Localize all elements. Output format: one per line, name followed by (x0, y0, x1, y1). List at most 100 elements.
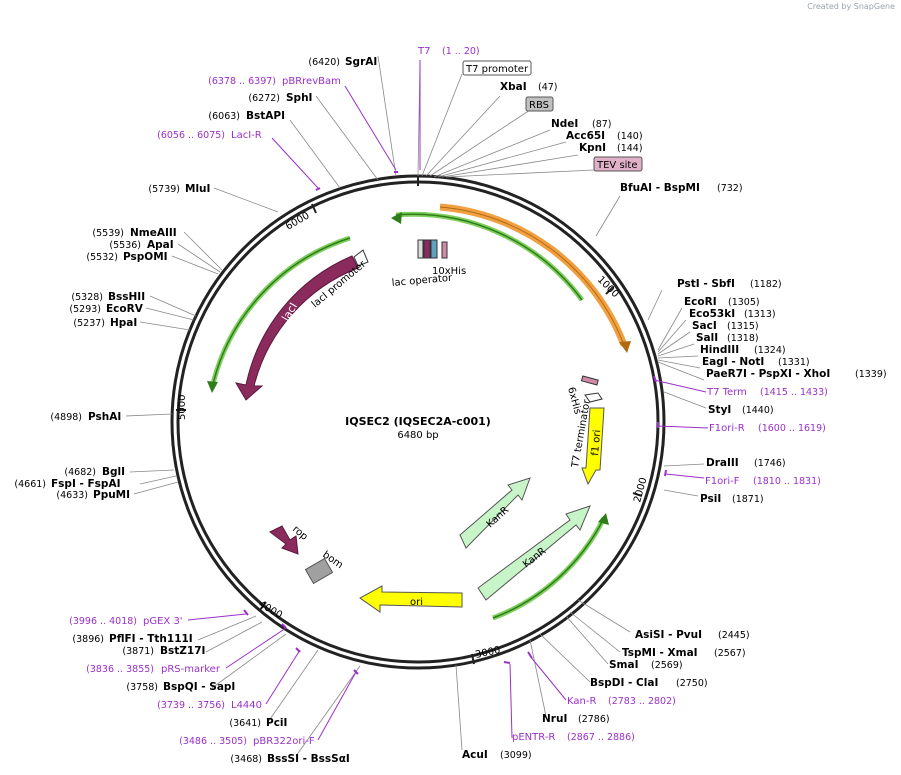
enzyme-ecori-pos: (1305) (728, 297, 760, 308)
primer-mark-pentr-r (503, 661, 511, 664)
primer-t7-pos: (1 .. 20) (442, 46, 480, 57)
orf-box-1 (423, 239, 431, 259)
tick-6000 (311, 203, 317, 214)
enzyme-asisi-pvui-pos: (2445) (718, 630, 750, 641)
enzyme-styi: StyI (708, 404, 731, 416)
feature-arc-top-edge (395, 213, 583, 301)
enzyme-mlui: MluI (185, 183, 210, 195)
kanr-arrow-2 (477, 505, 591, 601)
enzyme-pcii-pos: (3641) (229, 718, 261, 729)
tick-1000 (605, 286, 614, 295)
enzyme-mlui-pos: (5739) (148, 184, 180, 195)
enzyme-bsshii-pos: (5328) (71, 292, 103, 303)
enzyme-pspomi-pos: (5532) (86, 252, 118, 263)
enzyme-saci-pos: (1315) (727, 321, 759, 332)
arc-top-arrowhead (391, 212, 402, 224)
primer-f1ori-r: F1ori-R (709, 423, 745, 434)
primer-pgex3-pos: (3996 .. 4018) (69, 616, 137, 627)
enzyme-bstz17i: BstZ17I (160, 645, 205, 657)
enzyme-bfuai-bspmi-pos: (732) (717, 183, 743, 194)
enzyme-apai-pos: (5536) (109, 240, 141, 251)
primer-pgex3: pGEX 3' (143, 616, 183, 627)
enzyme-paer7i-pspxi-xhoi: PaeR7I - PspXI - XhoI (706, 368, 830, 380)
enzyme-sphi-pos: (6272) (248, 93, 280, 104)
enzyme-psii: PsiI (700, 493, 721, 505)
kanr-arrow-1 (459, 477, 531, 549)
enzyme-sphi: SphI (286, 92, 312, 104)
tick-label-3000: 3000 (474, 645, 501, 661)
enzyme-bspqi-sapi-pos: (3758) (126, 682, 158, 693)
his-box (430, 239, 438, 259)
enzyme-draiii: DraIII (706, 457, 739, 469)
enzyme-fspi-fspai: FspI - FspAI (51, 478, 121, 490)
enzyme-pshai: PshAI (88, 411, 121, 423)
lac-operator-label: lac operator (391, 273, 453, 289)
primer-laci-r-pos: (6056 .. 6075) (157, 130, 225, 141)
primer-mark-l4440 (295, 647, 301, 653)
enzyme-draiii-pos: (1746) (754, 458, 786, 469)
enzyme-bsshii: BssHII (108, 291, 145, 303)
enzyme-ppumi-pos: (4633) (56, 490, 88, 501)
enzyme-hindiii-pos: (1324) (754, 345, 786, 356)
enzyme-nrui: NruI (542, 713, 567, 725)
plasmid-size: 6480 bp (397, 430, 438, 441)
enzyme-saci: SacI (692, 320, 717, 332)
enzyme-fspi-fspai-pos: (4661) (14, 479, 46, 490)
primer-pentr-r: pENTR-R (512, 732, 555, 743)
laci-promoter-arrow (353, 249, 369, 267)
primer-mark-f1ori-f (664, 469, 667, 477)
enzyme-acc65i: Acc65I (566, 130, 605, 142)
primer-mark-kan-r (527, 651, 533, 659)
enzyme-tspmi-xmai: TspMI - XmaI (622, 647, 698, 659)
tick-label-5000: 5000 (177, 395, 188, 420)
primer-f1ori-r-pos: (1600 .. 1619) (758, 423, 826, 434)
enzyme-eco53ki: Eco53kI (689, 308, 735, 320)
lac-operator-box (417, 239, 424, 259)
enzyme-smai: SmaI (609, 659, 639, 671)
enzyme-eco53ki-pos: (1313) (744, 309, 776, 320)
t7-promoter-label: T7 promoter (465, 64, 529, 75)
primer-l4440-pos: (3739 .. 3756) (157, 700, 225, 711)
enzyme-sali: SalI (696, 332, 718, 344)
enzyme-psti-sbfi: PstI - SbfI (677, 278, 735, 290)
enzyme-ecorv: EcoRV (106, 303, 144, 315)
rbs-box (525, 96, 554, 112)
enzyme-ecorv-pos: (5293) (69, 304, 101, 315)
6xhis-box (580, 375, 599, 386)
enzyme-xbai-pos: (47) (538, 82, 558, 93)
rop-arrow (269, 525, 299, 555)
enzyme-acc65i-pos: (140) (617, 131, 643, 142)
enzyme-xbai: XbaI (500, 81, 527, 93)
feature-arc-left-edge (211, 237, 351, 389)
tick-2000 (632, 492, 643, 497)
rbs-label: RBS (529, 100, 549, 111)
enzyme-acui-pos: (3099) (500, 750, 532, 761)
ori-label: ori (410, 597, 423, 608)
primer-prs-marker-pos: (3836 .. 3855) (86, 664, 154, 675)
enzyme-tspmi-xmai-pos: (2567) (714, 648, 746, 659)
ori-arrow (359, 585, 463, 613)
enzyme-bstapi-pos: (6063) (208, 111, 240, 122)
enzyme-asisi-pvui: AsiSI - PvuI (635, 629, 702, 641)
enzyme-hpai: HpaI (110, 317, 137, 329)
bom-box (304, 557, 334, 585)
enzyme-paer7i-pspxi-xhoi-pos: (1339) (855, 369, 887, 380)
enzyme-sali-pos: (1318) (727, 333, 759, 344)
primer-f1ori-f: F1ori-F (705, 476, 740, 487)
enzyme-pflfi-tth111i-pos: (3896) (72, 634, 104, 645)
f1-ori-label: f1 ori (590, 429, 603, 456)
enzyme-bstapi: BstAPI (246, 110, 285, 122)
enzyme-bspqi-sapi: BspQI - SapI (163, 681, 235, 693)
enzyme-nmeaiii-pos: (5539) (92, 228, 124, 239)
enzyme-bsssi: BssSI - BssSαI (267, 753, 350, 765)
primer-kan-r: Kan-R (567, 696, 596, 707)
tick-4000 (259, 601, 267, 611)
enzyme-pflfi-tth111i: PflFI - Tth111I (109, 633, 193, 645)
enzyme-acui: AcuI (462, 749, 488, 761)
t7-promoter-box (462, 60, 532, 76)
enzyme-ndei-pos: (87) (592, 119, 612, 130)
primer-mark-prs-marker (281, 623, 287, 629)
enzyme-psii-pos: (1871) (732, 494, 764, 505)
primer-t7-term: T7 Term (706, 387, 747, 398)
